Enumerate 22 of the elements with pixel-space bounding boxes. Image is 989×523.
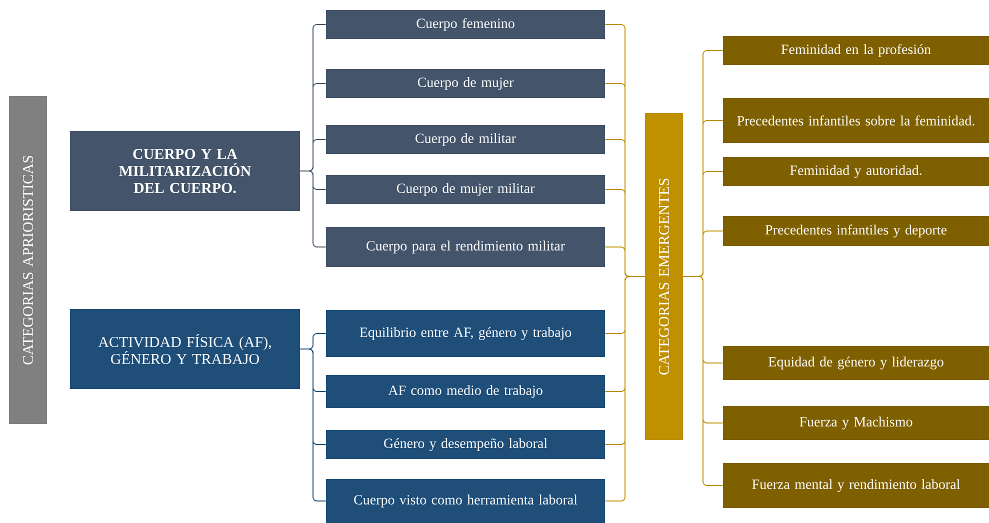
emergent-category-box: Feminidad y autoridad.	[723, 157, 989, 186]
subcategory-box: Cuerpo de militar	[326, 125, 605, 154]
emergent-category-box: Precedentes infantiles sobre la feminidad.	[723, 98, 989, 143]
category-box: ACTIVIDAD FÍSICA (AF), GÉNERO Y TRABAJO	[70, 309, 300, 389]
emergent-category-box: Precedentes infantiles y deporte	[723, 216, 989, 246]
subcategory-box: Cuerpo de mujer militar	[326, 175, 605, 204]
bracket-line	[604, 276, 646, 502]
emergent-category-box: Fuerza mental y rendimiento laboral	[723, 463, 989, 508]
vertical-label-bar: CATEGORIAS EMERGENTES	[645, 113, 683, 440]
emergent-category-box: Equidad de género y liderazgo	[723, 346, 989, 380]
bracket-line	[682, 276, 724, 486]
subcategory-box: Equilibrio entre AF, género y trabajo	[326, 310, 605, 357]
subcategory-box: AF como medio de trabajo	[326, 375, 605, 408]
subcategory-box: Cuerpo femenino	[326, 10, 605, 39]
subcategory-box: Cuerpo visto como herramienta laboral	[326, 479, 605, 523]
vertical-label-bar: CATEGORIAS APRIORISTICAS	[9, 96, 47, 424]
subcategory-box: Género y desempeño laboral	[326, 430, 605, 459]
category-box: CUERPO Y LA MILITARIZACIÓN DEL CUERPO.	[70, 131, 300, 211]
subcategory-box: Cuerpo para el rendimiento militar	[326, 227, 605, 267]
emergent-category-box: Fuerza y Machismo	[723, 406, 989, 440]
emergent-category-box: Feminidad en la profesión	[723, 36, 989, 65]
subcategory-box: Cuerpo de mujer	[326, 69, 605, 98]
